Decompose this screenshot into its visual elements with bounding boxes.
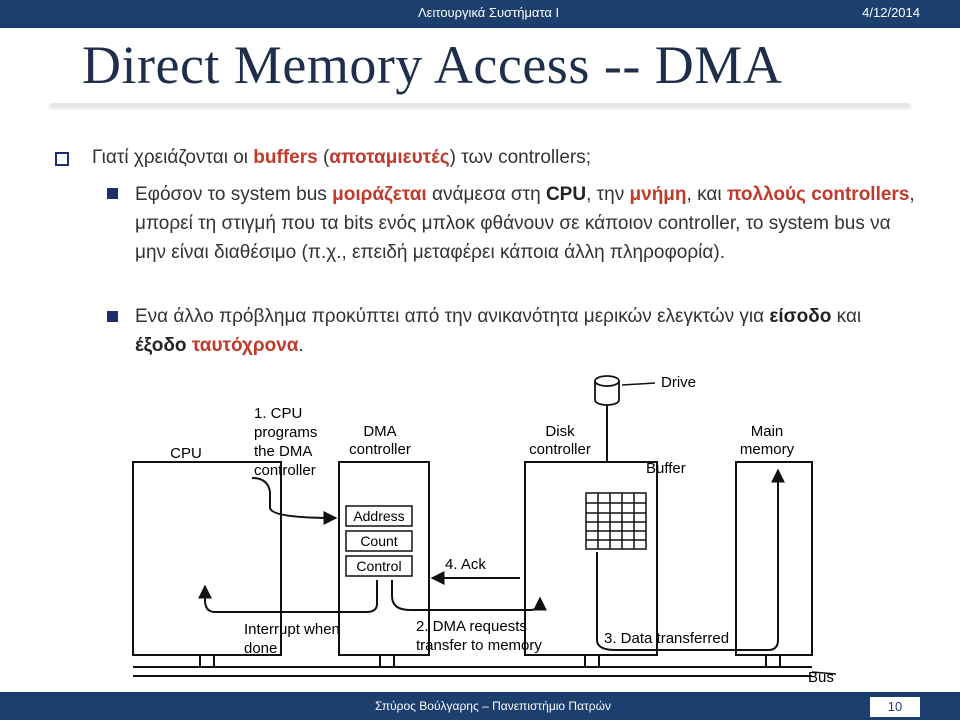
header-bar: Λειτουργικά Συστήματα Ι 4/12/2014 bbox=[0, 0, 960, 28]
step1-line3: the DMA bbox=[254, 443, 312, 460]
step1-line2: programs bbox=[254, 424, 317, 441]
slide-title: Direct Memory Access -- DMA bbox=[82, 35, 783, 95]
bus-label: Bus bbox=[808, 669, 834, 686]
cpu-label: CPU bbox=[170, 445, 202, 462]
interrupt-line2: done bbox=[244, 640, 277, 657]
step1-line4: controller bbox=[254, 462, 316, 479]
hollow-square-bullet-icon bbox=[55, 152, 69, 166]
step2-line2: transfer to memory bbox=[416, 637, 542, 654]
dma-label-2: controller bbox=[349, 441, 411, 458]
count-register-label: Count bbox=[360, 533, 397, 549]
address-register bbox=[345, 505, 413, 527]
main-bullet-text: Γιατί χρειάζονται οι buffers (αποταμιευτ… bbox=[92, 147, 592, 168]
cpu-box bbox=[132, 461, 282, 656]
disk-label-1: Disk bbox=[545, 423, 575, 440]
mem-label-2: memory bbox=[740, 441, 795, 458]
main-memory-box bbox=[735, 461, 813, 656]
control-register bbox=[345, 555, 413, 577]
drive-cylinder-icon bbox=[594, 375, 620, 406]
drive-label: Drive bbox=[661, 374, 696, 391]
sub-bullet-2-text: Ενα άλλο πρόβλημα προκύπτει από την ανικ… bbox=[135, 306, 862, 356]
interrupt-arrow bbox=[198, 580, 378, 613]
slide-date: 4/12/2014 bbox=[862, 5, 920, 20]
mem-label-1: Main bbox=[751, 423, 784, 440]
buffer-grid bbox=[585, 492, 647, 550]
step2-arrow bbox=[391, 580, 547, 611]
step4-label: 4. Ack bbox=[445, 556, 486, 573]
buffer-label: Buffer bbox=[646, 460, 686, 477]
step3-label: 3. Data transferred bbox=[604, 630, 729, 647]
filled-square-bullet-icon bbox=[107, 311, 118, 322]
filled-square-bullet-icon bbox=[107, 188, 118, 199]
control-register-label: Control bbox=[356, 558, 401, 574]
interrupt-line1: Interrupt when bbox=[244, 621, 340, 638]
footer-author: Σπύρος Βούλγαρης – Πανεπιστήμιο Πατρών bbox=[375, 699, 611, 713]
step1-line1: 1. CPU bbox=[254, 405, 302, 422]
sub-bullet-1-text: Εφόσον το system bus μοιράζεται ανάμεσα … bbox=[135, 184, 915, 263]
step3-arrow bbox=[596, 468, 785, 651]
dma-label-1: DMA bbox=[363, 423, 396, 440]
step2-line1: 2. DMA requests bbox=[416, 618, 527, 635]
course-title: Λειτουργικά Συστήματα Ι bbox=[418, 5, 560, 20]
disk-label-2: controller bbox=[529, 441, 591, 458]
address-register-label: Address bbox=[353, 508, 404, 524]
disk-controller-box bbox=[524, 461, 658, 656]
page-number: 10 bbox=[870, 697, 920, 717]
footer-bar: Σπύρος Βούλγαρης – Πανεπιστήμιο Πατρών 1… bbox=[0, 692, 960, 720]
step1-arrow bbox=[251, 477, 338, 525]
title-underline bbox=[50, 103, 910, 106]
count-register bbox=[345, 530, 413, 552]
